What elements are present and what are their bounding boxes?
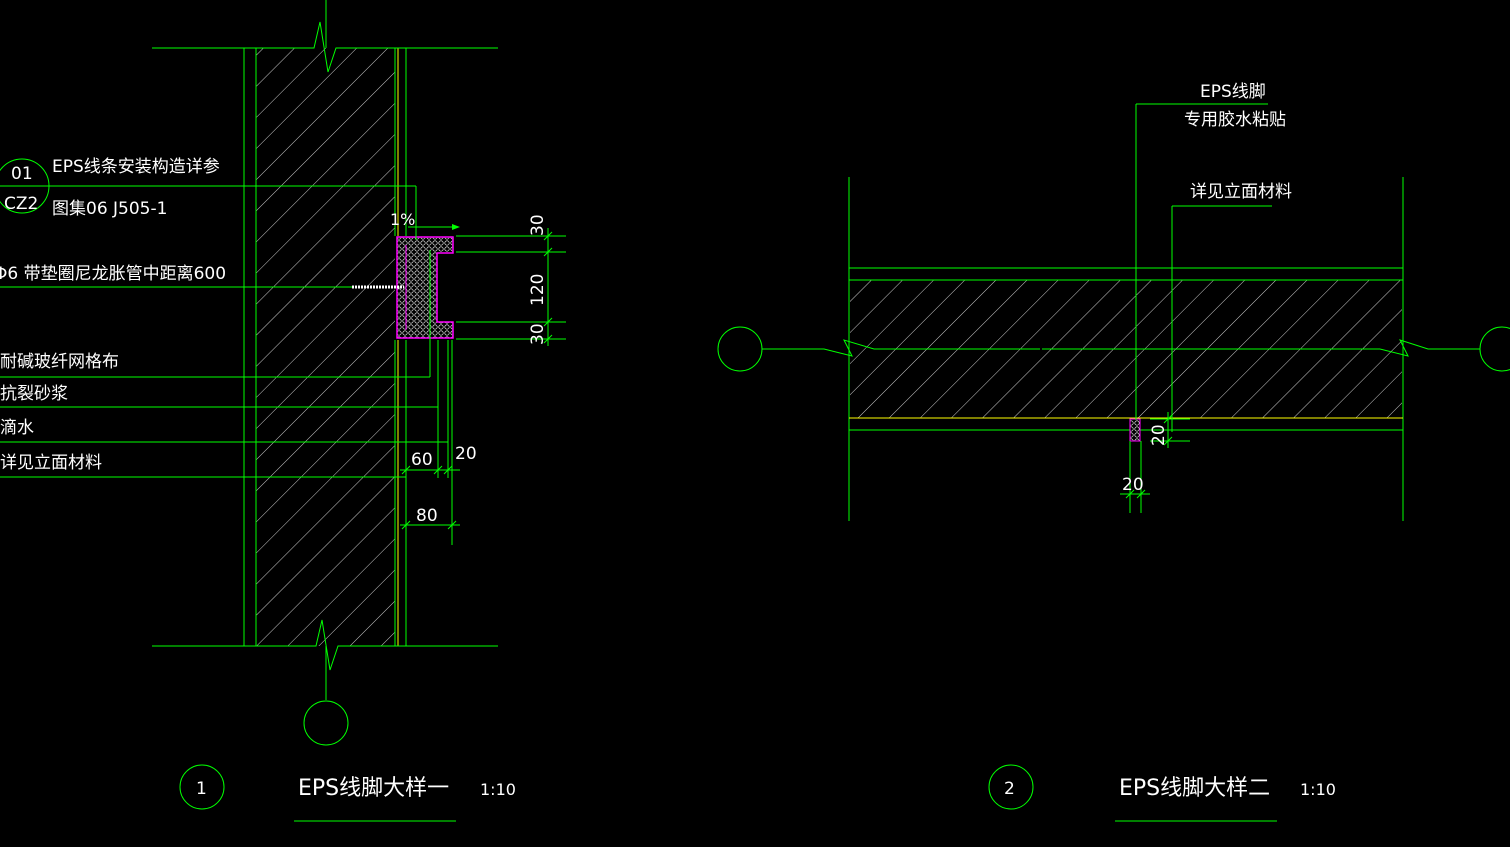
detail-title-1: EPS线脚大样一 [298, 776, 449, 801]
eps-profile-1 [396, 236, 454, 339]
slope-label: 1% [390, 210, 415, 229]
title-number-2: 2 [1004, 779, 1015, 799]
detail-title-2: EPS线脚大样二 [1119, 776, 1270, 801]
dim-horizontal-20: 20 [1122, 475, 1144, 495]
eps-profile-2 [1129, 418, 1141, 442]
wall-lines-1 [152, 0, 498, 700]
ref-sheet-number: 01 [11, 164, 33, 184]
detail-scale-2: 1:10 [1300, 780, 1336, 799]
wall-hatch-1 [256, 48, 395, 646]
reference-circle-1 [0, 158, 50, 214]
dim-top-30: 30 [528, 214, 548, 236]
detail-scale-1: 1:10 [480, 780, 516, 799]
dim-80: 80 [416, 506, 438, 526]
callout-atlas: 图集06 J505-1 [52, 199, 167, 219]
ref-sheet-code: CZ2 [4, 194, 38, 214]
axis-circle-left-2 [717, 326, 763, 372]
callout-glue: 专用胶水粘贴 [1184, 110, 1286, 130]
callout-leaders-2 [1135, 103, 1272, 432]
callout-mesh: 耐碱玻纤网格布 [0, 352, 119, 372]
title-number-1: 1 [196, 779, 207, 799]
axis-circle-right-2 [1479, 326, 1510, 372]
horizontal-dimensions-1 [400, 340, 460, 545]
detail-2: EPS线脚 专用胶水粘贴 详见立面材料 20 20 2 EPS线脚大样二 1:1… [717, 82, 1510, 822]
title-number-circle-1 [179, 764, 225, 810]
callout-eps-install: EPS线条安装构造详参 [52, 157, 220, 177]
detail-1: 1% EPS线条安装构造详参 图集06 J505-1 Φ6 带垫圈尼龙胀管中距离… [0, 0, 566, 822]
dim-middle-120: 120 [528, 274, 548, 306]
dim-60: 60 [411, 450, 433, 470]
vertical-dimensions-1 [456, 228, 566, 346]
callout-drip: 滴水 [0, 418, 34, 438]
callout-facade-material-2: 详见立面材料 [1190, 182, 1292, 202]
dimensions-2 [1120, 412, 1190, 513]
callout-anchor: Φ6 带垫圈尼龙胀管中距离600 [0, 264, 226, 284]
dim-bottom-30: 30 [528, 323, 548, 345]
title-number-circle-2 [988, 764, 1034, 810]
slope-arrow [408, 224, 460, 230]
dim-20: 20 [455, 444, 477, 464]
callout-mortar: 抗裂砂浆 [0, 384, 68, 404]
callout-facade-material: 详见立面材料 [0, 453, 102, 473]
dim-vertical-20: 20 [1149, 424, 1169, 446]
callout-eps-baseboard: EPS线脚 [1200, 82, 1266, 102]
axis-circle-1 [303, 700, 349, 746]
slab-lines-2 [762, 177, 1480, 521]
